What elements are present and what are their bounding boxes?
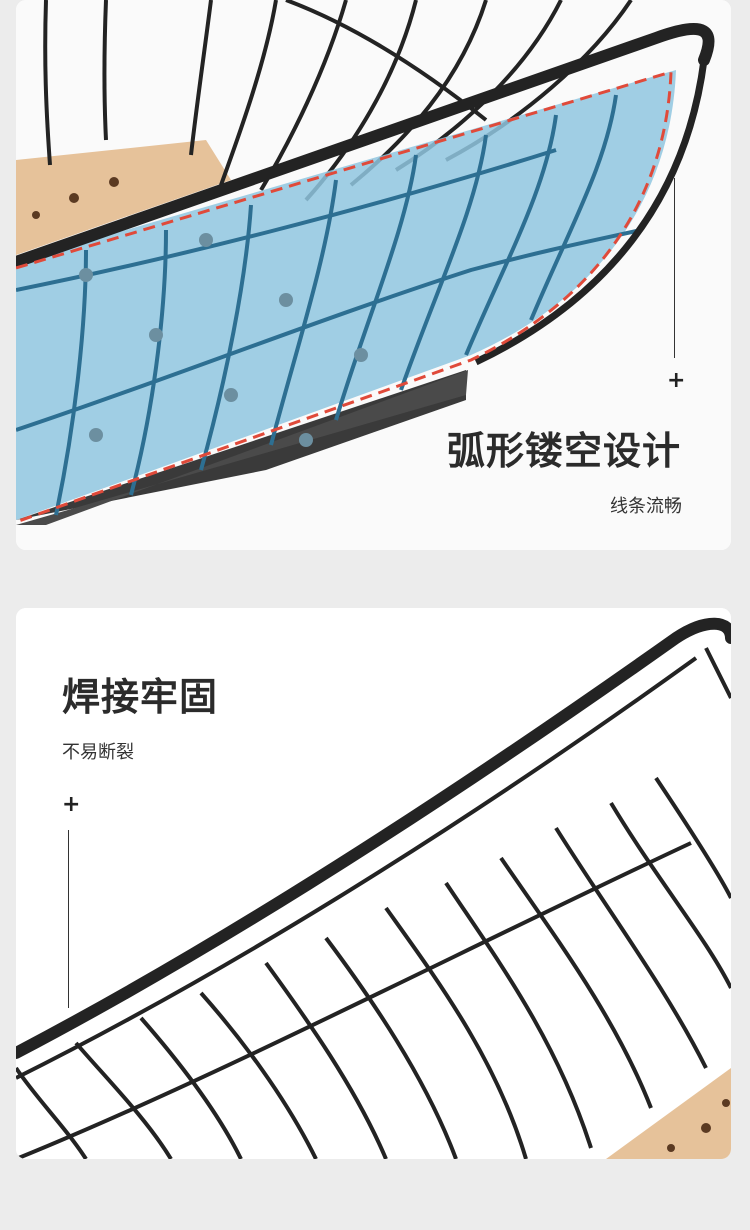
arc-design-subtitle: 线条流畅	[610, 496, 682, 517]
arc-design-card: + 弧形镂空设计 线条流畅	[16, 0, 731, 550]
welding-card: 焊接牢固 不易断裂 +	[16, 608, 731, 1159]
divider-line-bottom	[68, 830, 69, 1008]
welding-title: 焊接牢固	[62, 675, 219, 719]
basket-rim	[16, 617, 731, 1059]
welding-subtitle: 不易断裂	[62, 742, 134, 763]
wood-base	[606, 1068, 731, 1159]
arc-design-title: 弧形镂空设计	[446, 429, 681, 473]
plus-icon: +	[667, 368, 686, 393]
basket-arc-photo	[16, 0, 731, 550]
basket-rim	[16, 23, 715, 268]
basket-weld-photo	[16, 608, 731, 1159]
divider-line-top	[674, 178, 675, 358]
wood-base	[16, 140, 231, 255]
dashed-outline	[16, 69, 673, 524]
plus-icon: +	[62, 792, 81, 817]
highlight-panel	[16, 70, 676, 520]
